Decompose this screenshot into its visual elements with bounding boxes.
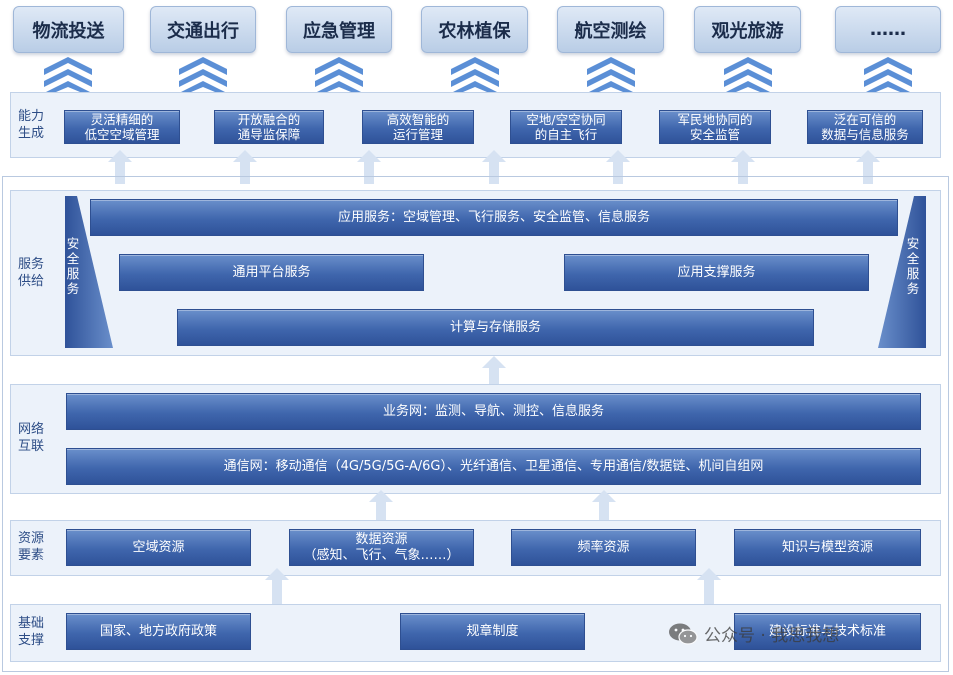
capability-item: 开放融合的 通导监保障 [214, 110, 324, 144]
application-service-bar: 应用服务：空域管理、飞行服务、安全监管、信息服务 [90, 199, 898, 236]
business-network-bar: 业务网：监测、导航、测控、信息服务 [66, 393, 921, 430]
wechat-icon [669, 623, 698, 645]
up-arrow-icon [856, 150, 880, 184]
resource-item: 数据资源 （感知、飞行、气象……） [289, 529, 474, 566]
up-arrow-icon [369, 490, 393, 522]
application-label: …… [870, 19, 906, 40]
application-label: 观光旅游 [711, 20, 784, 42]
application-label: 物流投送 [32, 20, 105, 42]
chevron-up-icon [315, 57, 363, 97]
up-arrow-icon [482, 356, 506, 386]
chevron-up-icon [44, 57, 92, 97]
capability-item: 高效智能的 运行管理 [362, 110, 474, 144]
chevron-up-icon [724, 57, 772, 97]
foundation-item: 国家、地方政府政策 [66, 613, 251, 650]
application-mapping: 航空测绘 [557, 6, 664, 53]
up-arrow-icon [233, 150, 257, 184]
application-logistics: 物流投送 [13, 6, 124, 53]
up-arrow-icon [731, 150, 755, 184]
communication-network-bar: 通信网：移动通信（4G/5G/5G-A/6G）、光纤通信、卫星通信、专用通信/数… [66, 448, 921, 485]
security-service-left-label: 安 全 服 务 [66, 236, 80, 296]
foundation-item: 建设标准与技术标准 [734, 613, 921, 650]
application-more: …… [835, 6, 941, 53]
service-label: 服务 供给 [18, 257, 45, 289]
application-agriculture: 农林植保 [421, 6, 528, 53]
application-label: 农林植保 [438, 20, 511, 42]
resources-label: 资源 要素 [18, 531, 45, 563]
capability-item: 灵活精细的 低空空域管理 [64, 110, 180, 144]
security-service-right-label: 安 全 服 务 [906, 236, 920, 296]
security-service-left [65, 196, 113, 348]
chevron-up-icon [179, 57, 227, 97]
application-label: 交通出行 [167, 20, 239, 42]
general-platform-bar: 通用平台服务 [119, 254, 424, 291]
architecture-frame [2, 176, 949, 672]
network-label: 网络 互联 [18, 422, 45, 454]
resource-item: 频率资源 [511, 529, 696, 566]
compute-storage-bar: 计算与存储服务 [177, 309, 814, 346]
up-arrow-icon [357, 150, 381, 184]
capability-item: 军民地协同的 安全监管 [659, 110, 771, 144]
application-label: 应急管理 [303, 20, 375, 42]
security-service-right [878, 196, 926, 348]
chevron-up-icon [587, 57, 635, 97]
capability-item: 泛在可信的 数据与信息服务 [807, 110, 923, 144]
capability-item: 空地/空空协同 的自主飞行 [510, 110, 622, 144]
application-transport: 交通出行 [150, 6, 256, 53]
up-arrow-icon [265, 568, 289, 606]
up-arrow-icon [482, 150, 506, 184]
up-arrow-icon [108, 150, 132, 184]
up-arrow-icon [697, 568, 721, 606]
application-tourism: 观光旅游 [694, 6, 801, 53]
application-support-bar: 应用支撑服务 [564, 254, 869, 291]
foundation-item: 规章制度 [400, 613, 585, 650]
application-emergency: 应急管理 [286, 6, 392, 53]
resource-item: 知识与模型资源 [734, 529, 921, 566]
watermark: 公众号 · 我思我想 [668, 621, 839, 646]
chevron-up-icon [451, 57, 499, 97]
up-arrow-icon [606, 150, 630, 184]
watermark-text: 公众号 · 我思我想 [704, 626, 840, 646]
foundation-label: 基础 支撑 [18, 616, 45, 648]
resource-item: 空域资源 [66, 529, 251, 566]
capability-label: 能力 生成 [18, 109, 45, 141]
up-arrow-icon [592, 490, 616, 522]
chevron-up-icon [864, 57, 912, 97]
application-label: 航空测绘 [574, 20, 647, 42]
